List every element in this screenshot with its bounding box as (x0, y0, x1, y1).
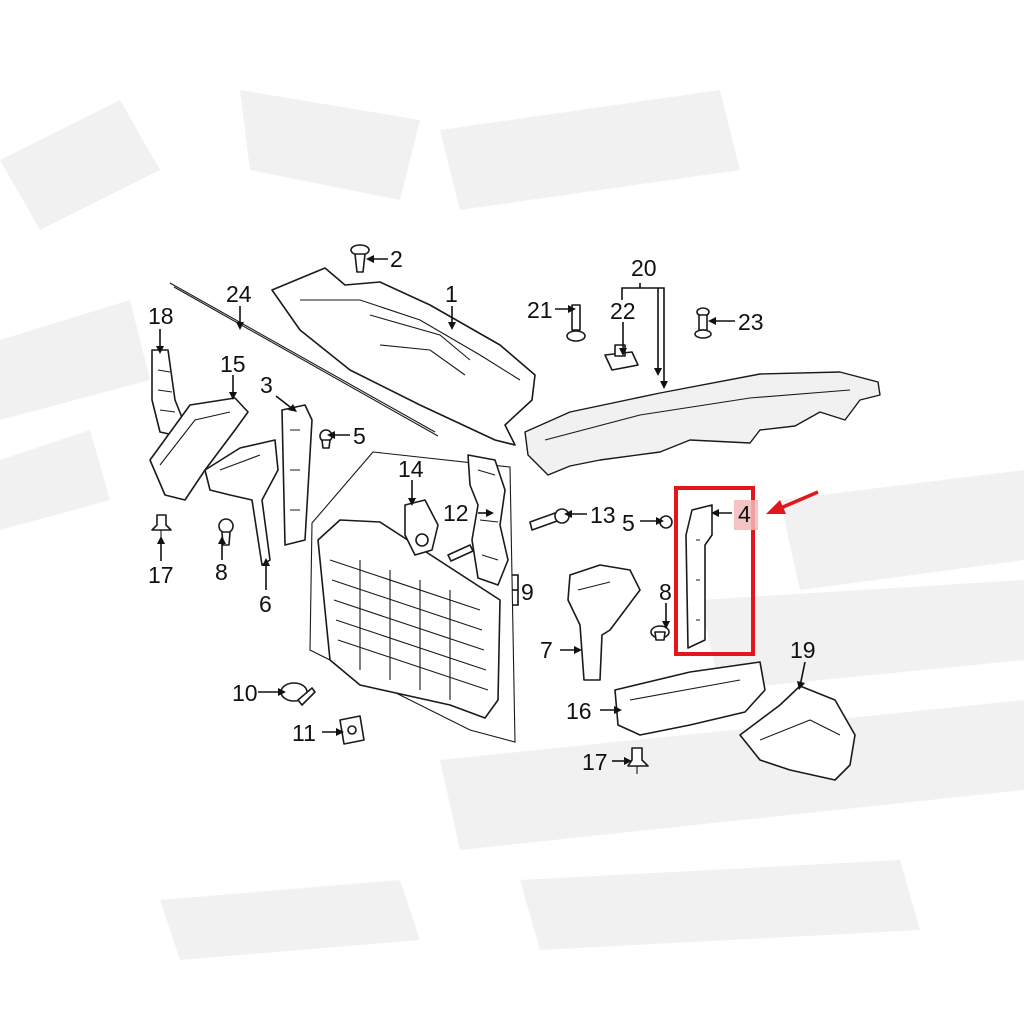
part-15-air-guide (149, 397, 249, 501)
callout-13: 13 (590, 502, 616, 528)
part-2-pin (350, 244, 370, 273)
callout-12: 12 (443, 500, 469, 526)
highlight-box (674, 486, 755, 656)
part-9-screw (447, 544, 474, 562)
part-11-clip (339, 715, 365, 745)
part-4-deflector (685, 504, 713, 649)
callout-7: 7 (540, 637, 553, 663)
part-10-bolt (280, 682, 316, 706)
highlight-arrow (766, 490, 819, 514)
part-19-shield (739, 685, 856, 781)
callout-2: 2 (390, 246, 403, 272)
part-17-pin-left (151, 514, 172, 538)
part-6-bracket (204, 439, 279, 566)
highlight-overlay (674, 486, 819, 656)
callout-labels: 2 1 20 21 22 23 24 18 15 3 5 14 12 13 5 … (148, 246, 816, 775)
part-1-cowl-panel (271, 267, 536, 446)
part-9-assembly-frame (309, 451, 516, 743)
highlight-label-bg (734, 500, 758, 530)
callout-24: 24 (226, 281, 252, 307)
callout-21: 21 (527, 297, 553, 323)
part-14-actuator (404, 499, 439, 556)
callout-17-left: 17 (148, 562, 174, 588)
callout-4: 4 (738, 501, 751, 527)
callout-23: 23 (738, 309, 764, 335)
callout-8-left: 8 (215, 559, 228, 585)
callout-5-right: 5 (622, 510, 635, 536)
callout-8-right: 8 (659, 579, 672, 605)
watermark (0, 90, 1024, 960)
part-23-pin (694, 307, 712, 339)
callout-11: 11 (292, 720, 316, 746)
callout-17-right: 17 (582, 749, 608, 775)
callout-3: 3 (260, 372, 273, 398)
part-20-undercover (524, 371, 881, 476)
part-7-air-guide (567, 564, 641, 681)
callout-5-left: 5 (353, 423, 366, 449)
part-24-strip (169, 282, 439, 437)
part-12-bracket (467, 454, 509, 586)
callout-22: 22 (610, 298, 636, 324)
callout-15: 15 (220, 351, 246, 377)
part-3-bar (281, 404, 313, 546)
part-9-shutter (317, 519, 501, 719)
callout-1: 1 (445, 281, 458, 307)
callout-16: 16 (566, 698, 592, 724)
callout-10: 10 (232, 680, 258, 706)
part-8-bolt-right (650, 625, 670, 641)
callout-18: 18 (148, 303, 174, 329)
callout-19: 19 (790, 637, 816, 663)
callout-9: 9 (521, 579, 534, 605)
part-5-clip-left (319, 429, 333, 449)
callout-20: 20 (631, 255, 657, 281)
part-9-leader (512, 574, 519, 606)
callout-14: 14 (398, 456, 424, 482)
part-17-pin-right (627, 747, 649, 774)
leader-arrowheads (156, 255, 805, 765)
part-21-bolt (566, 304, 586, 342)
part-16-duct (614, 661, 766, 736)
callout-6: 6 (259, 591, 272, 617)
part-13-bolt (529, 508, 570, 531)
